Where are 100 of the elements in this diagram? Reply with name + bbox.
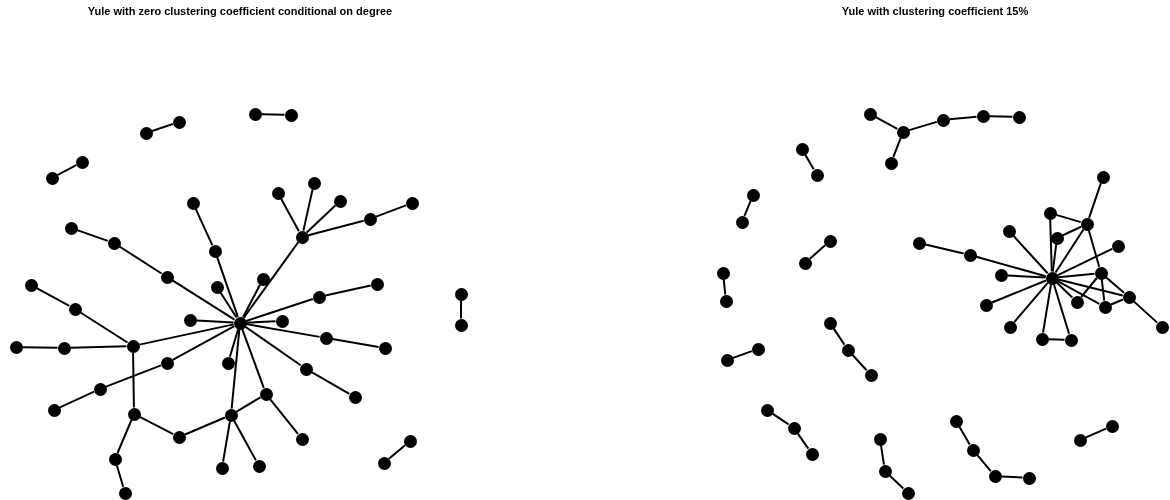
network-node — [9, 340, 23, 354]
network-node — [864, 368, 878, 382]
network-node — [93, 382, 107, 396]
network-edge — [874, 116, 899, 130]
network-node — [976, 109, 990, 123]
network-edge — [1084, 427, 1108, 439]
network-node — [1098, 300, 1112, 314]
network-node — [378, 341, 392, 355]
network-edge — [1087, 229, 1101, 268]
network-node — [805, 447, 819, 461]
network-node — [271, 186, 285, 200]
network-node — [823, 234, 837, 248]
network-edge — [260, 113, 286, 116]
network-node — [760, 403, 774, 417]
network-edge — [1057, 278, 1124, 297]
network-node — [798, 256, 812, 270]
network-node — [912, 236, 926, 250]
network-edge — [375, 204, 407, 218]
network-edge — [69, 345, 128, 349]
network-edge — [1057, 272, 1096, 279]
network-edge — [1054, 228, 1085, 274]
network-edge — [1042, 283, 1052, 334]
network-node — [248, 107, 262, 121]
network-node — [949, 414, 963, 428]
network-edge — [975, 255, 1047, 278]
network-node — [751, 342, 765, 356]
network-node — [221, 356, 235, 370]
network-node — [720, 353, 734, 367]
network-edge — [310, 371, 351, 395]
network-node — [716, 266, 730, 280]
network-edge — [1104, 276, 1126, 294]
network-node — [1035, 332, 1049, 346]
network-edge — [245, 298, 314, 322]
network-node — [160, 356, 174, 370]
network-node — [1105, 419, 1119, 433]
network-node — [186, 196, 200, 210]
network-node — [57, 341, 71, 355]
network-edge — [245, 323, 321, 338]
network-edge — [235, 396, 262, 413]
network-node — [256, 272, 270, 286]
network-edge — [216, 256, 239, 318]
network-edge — [132, 351, 135, 409]
network-node — [275, 314, 289, 328]
network-node — [118, 486, 132, 500]
network-node — [1073, 433, 1087, 447]
network-edge — [116, 419, 133, 454]
network-node — [1080, 217, 1094, 231]
network-edge — [1000, 475, 1024, 479]
network-edge — [832, 327, 846, 346]
network-node — [936, 113, 950, 127]
network-edge — [184, 416, 226, 436]
network-edge — [732, 350, 753, 359]
network-edge — [307, 219, 365, 237]
network-edge — [245, 320, 277, 324]
network-node — [252, 459, 266, 473]
network-edge — [1132, 300, 1159, 324]
network-node — [160, 270, 174, 284]
network-node — [1096, 170, 1110, 184]
network-edge — [244, 325, 302, 367]
network-edge — [1080, 277, 1098, 298]
network-node — [863, 107, 877, 121]
network-edge — [115, 464, 125, 488]
network-node — [1111, 239, 1125, 253]
network-edge — [35, 287, 71, 307]
network-edge — [56, 164, 78, 176]
network-edge — [1088, 182, 1102, 219]
network-node — [454, 287, 468, 301]
network-node — [208, 244, 222, 258]
chart-title: Yule with zero clustering coefficient conditional on degree — [87, 5, 393, 17]
network-node — [183, 313, 197, 327]
network-node — [823, 316, 837, 330]
network-edge — [1056, 280, 1101, 305]
network-node — [1012, 110, 1026, 124]
network-edge — [387, 444, 407, 460]
network-node — [1070, 295, 1084, 309]
network-edge — [804, 153, 815, 171]
network-edge — [79, 311, 129, 344]
network-edge — [908, 120, 938, 132]
network-node — [284, 108, 298, 122]
network-node — [901, 486, 915, 500]
network-node — [363, 212, 377, 226]
network-node — [979, 298, 993, 312]
network-node — [47, 403, 61, 417]
network-edge — [796, 432, 810, 450]
network-node — [126, 339, 140, 353]
network-node — [795, 142, 809, 156]
network-node — [139, 126, 153, 140]
network-edge — [1055, 213, 1082, 224]
network-edge — [892, 137, 902, 158]
network-node — [810, 168, 824, 182]
network-edge — [1100, 278, 1106, 302]
network-edge — [171, 325, 236, 361]
network-node — [312, 290, 326, 304]
network-edge — [958, 425, 971, 446]
network-edge — [138, 415, 175, 436]
network-edge — [242, 283, 261, 319]
network-edge — [324, 284, 372, 297]
network-node — [1043, 206, 1057, 220]
network-edge — [1061, 225, 1083, 237]
network-edge — [230, 328, 241, 410]
